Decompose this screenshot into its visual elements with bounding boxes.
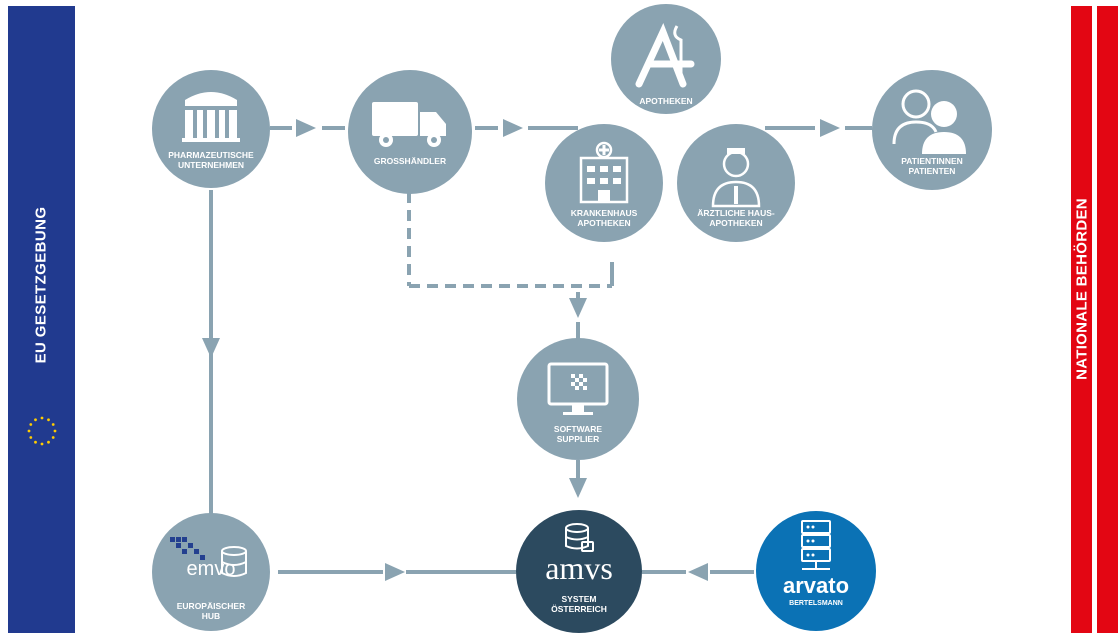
amvs-logo: amvs bbox=[545, 550, 613, 586]
european-hub-label: EUROPÄISCHER HUB bbox=[176, 601, 246, 621]
arvato-logo: arvato bbox=[782, 573, 850, 598]
arrowhead-to-patients bbox=[820, 119, 840, 137]
arvato-sub: BERTELSMANN bbox=[789, 600, 843, 607]
database-icon bbox=[565, 523, 594, 552]
arrowhead-to-pharmacies bbox=[503, 119, 523, 137]
patients-label: PATIENTINNEN PATIENTEN bbox=[901, 156, 963, 176]
wholesale-label: GROSSHÄNDLER bbox=[373, 156, 447, 166]
node-arvato[interactable]: arvato BERTELSMANN bbox=[756, 511, 876, 631]
arrowhead-pharma-down bbox=[202, 338, 220, 358]
arrowhead-to-amvs bbox=[569, 478, 587, 498]
truck-icon bbox=[372, 102, 446, 147]
people-icon bbox=[892, 89, 966, 154]
emvo-logo: emvo bbox=[186, 558, 236, 580]
node-wholesalers[interactable]: GROSSHÄNDLER bbox=[348, 70, 472, 194]
doctor-icon bbox=[711, 148, 761, 208]
hospital-icon bbox=[579, 141, 629, 204]
eu-legislation-band bbox=[8, 6, 75, 633]
node-amvs-system[interactable]: amvs SYSTEM ÖSTERREICH bbox=[516, 510, 642, 633]
emvo-database-icon bbox=[170, 537, 247, 577]
node-doctor-dispensaries[interactable]: ÄRZTLICHE HAUS- APOTHEKEN bbox=[677, 124, 795, 242]
software-label: SOFTWARE SUPPLIER bbox=[553, 424, 603, 444]
national-authorities-band bbox=[1071, 6, 1092, 633]
node-software-supplier[interactable]: SOFTWARE SUPPLIER bbox=[517, 338, 639, 460]
hospital-pharmacies-label: KRANKENHAUS APOTHEKEN bbox=[570, 208, 638, 228]
pharma-label: PHARMAZEUTISCHE UNTERNEHMEN bbox=[168, 150, 254, 170]
doctor-dispensaries-label: ÄRZTLICHE HAUS- APOTHEKEN bbox=[697, 208, 775, 228]
pharmacy-a-icon bbox=[635, 23, 695, 88]
arrowhead-to-wholesale bbox=[296, 119, 316, 137]
node-pharmacies[interactable]: APOTHEKEN bbox=[611, 4, 721, 114]
node-pharmaceutical-companies[interactable]: PHARMAZEUTISCHE UNTERNEHMEN bbox=[152, 70, 270, 188]
node-hospital-pharmacies[interactable]: KRANKENHAUS APOTHEKEN bbox=[545, 124, 663, 242]
arrowhead-arvato-to-amvs bbox=[688, 563, 708, 581]
node-european-hub[interactable]: emvo EUROPÄISCHER HUB bbox=[152, 513, 270, 631]
arrowhead-to-software bbox=[569, 298, 587, 318]
node-patients[interactable]: PATIENTINNEN PATIENTEN bbox=[872, 70, 992, 190]
server-icon bbox=[801, 520, 831, 570]
building-columns-icon bbox=[182, 92, 240, 142]
pharmacies-label: APOTHEKEN bbox=[639, 96, 693, 106]
monitor-icon bbox=[547, 362, 609, 415]
eu-stars-icon bbox=[27, 416, 57, 446]
national-authorities-band-edge bbox=[1097, 6, 1118, 633]
arrowhead-emvo-to-amvs bbox=[385, 563, 405, 581]
amvs-label: SYSTEM ÖSTERREICH bbox=[551, 594, 607, 614]
